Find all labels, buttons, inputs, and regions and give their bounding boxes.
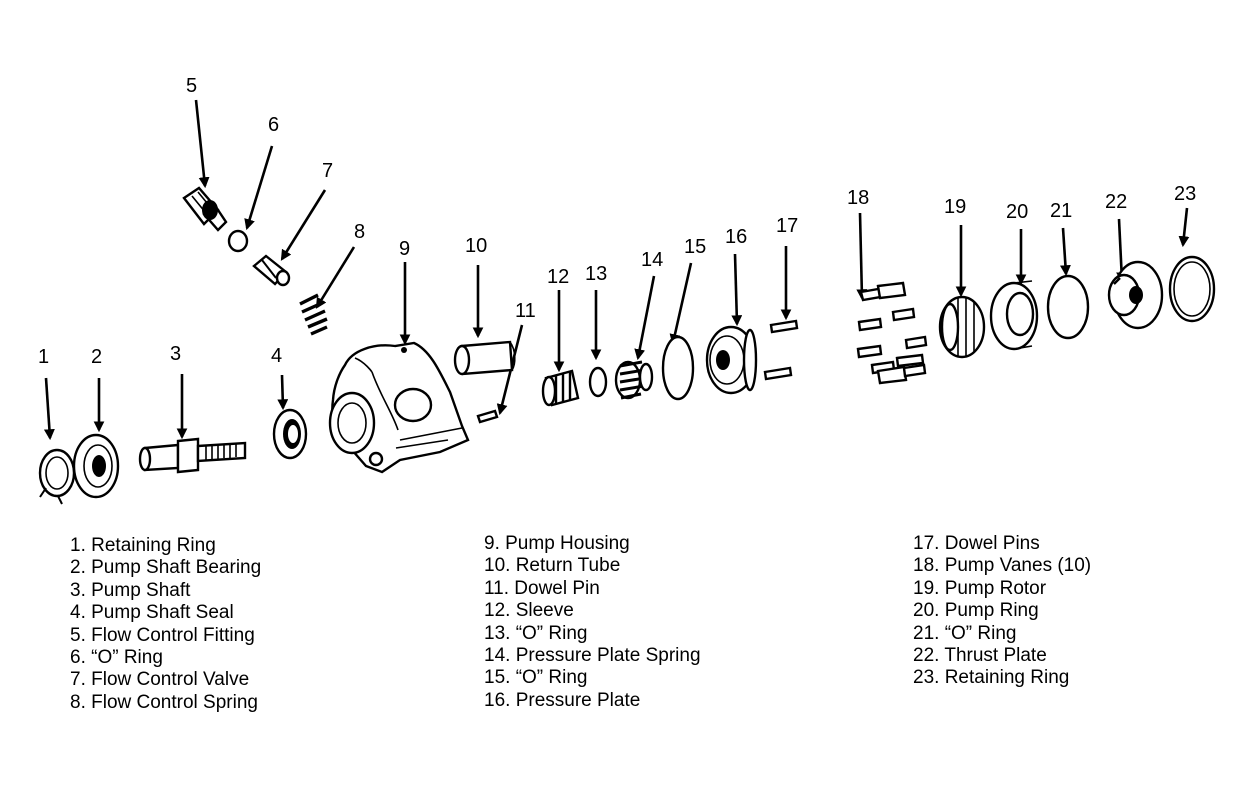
arrow-7 <box>280 189 327 261</box>
legend-item: 3. Pump Shaft <box>70 579 191 601</box>
arrow-6 <box>244 145 274 231</box>
legend-item: 5. Flow Control Fitting <box>70 624 255 646</box>
callout-12: 12 <box>547 266 569 288</box>
callout-20: 20 <box>1006 201 1028 223</box>
o-ring-21 <box>1046 274 1090 340</box>
arrow-16 <box>731 253 743 327</box>
legend-item: 13. “O” Ring <box>484 622 588 644</box>
callout-5: 5 <box>186 75 197 97</box>
callout-16: 16 <box>725 226 747 248</box>
legend-item: 7. Flow Control Valve <box>70 669 250 691</box>
legend-item: 17. Dowel Pins <box>913 533 1040 554</box>
legend-item: 8. Flow Control Spring <box>70 691 258 713</box>
callout-11: 11 <box>515 300 536 322</box>
pump-shaft-seal <box>272 408 308 460</box>
callout-labels: 1 2 3 4 5 6 7 8 9 10 11 12 13 14 15 16 1… <box>38 75 1196 368</box>
callout-4: 4 <box>271 345 282 367</box>
callout-2: 2 <box>91 346 102 368</box>
arrow-21 <box>1059 227 1071 277</box>
callout-14: 14 <box>641 249 663 271</box>
dowel-pin-11 <box>476 409 499 424</box>
o-ring-15 <box>661 335 695 401</box>
legend-item: 2. Pump Shaft Bearing <box>70 557 262 579</box>
legend-column-1: 1. Retaining Ring 2. Pump Shaft Bearing … <box>70 535 261 714</box>
pump-housing <box>328 341 470 474</box>
callout-15: 15 <box>684 236 706 258</box>
leader-arrows <box>43 99 1190 441</box>
legend-item: 6. “O” Ring <box>70 647 163 669</box>
dowel-pins-17 <box>763 319 799 381</box>
legend-item: 10. Return Tube <box>484 555 621 577</box>
legend-item: 14. Pressure Plate Spring <box>484 645 701 667</box>
legend-item: 23. Retaining Ring <box>913 667 1070 689</box>
callout-23: 23 <box>1174 183 1196 205</box>
legend-item: 19. Pump Rotor <box>913 577 1047 599</box>
flow-control-fitting <box>182 186 228 232</box>
arrow-4 <box>277 374 289 411</box>
callout-6: 6 <box>268 114 279 136</box>
arrow-18 <box>856 212 868 301</box>
legend-item: 11. Dowel Pin <box>484 577 600 599</box>
legend-item: 21. “O” Ring <box>913 622 1017 644</box>
sleeve <box>541 369 580 407</box>
legend-item: 1. Retaining Ring <box>70 535 216 556</box>
callout-1: 1 <box>38 346 49 368</box>
pressure-plate <box>705 325 758 395</box>
legend-item: 20. Pump Ring <box>913 600 1039 622</box>
legend-item: 4. Pump Shaft Seal <box>70 602 234 624</box>
retaining-ring-1 <box>38 448 76 505</box>
callout-17: 17 <box>776 215 798 237</box>
arrow-5 <box>194 99 210 189</box>
callout-18: 18 <box>847 187 869 209</box>
legend-item: 9. Pump Housing <box>484 533 630 554</box>
arrow-15 <box>669 262 693 346</box>
legend-item: 22. Thrust Plate <box>913 645 1047 667</box>
thrust-plate <box>1107 260 1164 330</box>
legend-item: 16. Pressure Plate <box>484 689 641 711</box>
callout-9: 9 <box>399 238 410 260</box>
legend-item: 12. Sleeve <box>484 600 574 622</box>
arrow-14 <box>634 275 656 361</box>
return-tube <box>453 340 516 376</box>
callout-13: 13 <box>585 263 607 285</box>
callout-22: 22 <box>1105 191 1127 213</box>
arrow-23 <box>1178 207 1190 248</box>
callout-19: 19 <box>944 196 966 218</box>
pump-ring <box>989 280 1039 351</box>
flow-control-valve <box>252 254 291 287</box>
callout-8: 8 <box>354 221 365 243</box>
pump-rotor <box>938 295 986 359</box>
legend-item: 15. “O” Ring <box>484 667 588 689</box>
callout-10: 10 <box>465 235 487 257</box>
retaining-ring-23 <box>1168 255 1216 323</box>
pressure-plate-spring <box>614 360 654 400</box>
callout-3: 3 <box>170 343 181 365</box>
o-ring-13 <box>588 366 608 398</box>
legend-column-3: 17. Dowel Pins 18. Pump Vanes (10) 19. P… <box>913 533 1091 690</box>
pump-shaft <box>138 437 247 474</box>
callout-7: 7 <box>322 160 333 182</box>
callout-21: 21 <box>1050 200 1072 222</box>
arrow-8 <box>315 246 356 309</box>
pump-vanes <box>856 281 928 385</box>
o-ring-6 <box>227 229 249 253</box>
arrow-1 <box>43 377 55 441</box>
pump-shaft-bearing <box>72 433 120 499</box>
legend-item: 18. Pump Vanes (10) <box>913 555 1092 577</box>
flow-control-spring <box>299 293 328 336</box>
legend-column-2: 9. Pump Housing 10. Return Tube 11. Dowe… <box>484 533 701 712</box>
